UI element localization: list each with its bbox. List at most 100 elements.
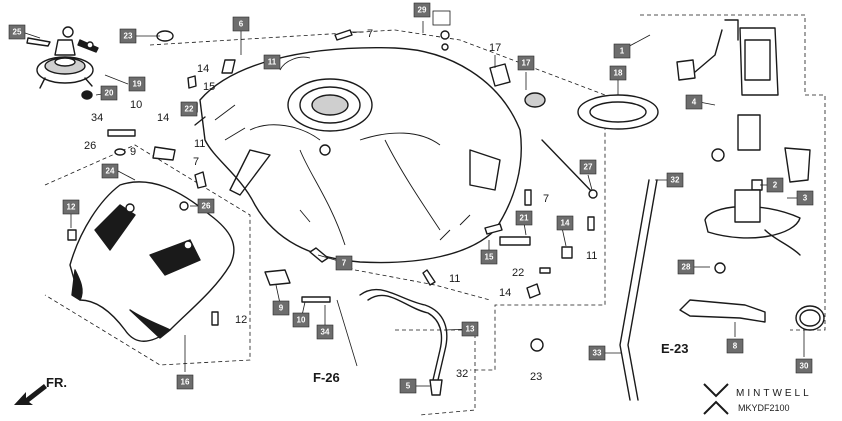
part-badge-1[interactable]: 1	[613, 43, 631, 59]
svg-text:13: 13	[466, 325, 475, 334]
part-badge-12[interactable]: 12	[62, 199, 80, 215]
label-32: 32	[456, 368, 468, 380]
svg-text:22: 22	[185, 105, 194, 114]
part-badge-32[interactable]: 32	[666, 172, 684, 188]
label-7-top: 7	[367, 28, 373, 40]
brand-name: MINTWELL	[736, 388, 812, 399]
part-badge-22[interactable]: 22	[180, 101, 198, 117]
svg-text:26: 26	[202, 202, 211, 211]
svg-text:2: 2	[773, 181, 778, 190]
part-badge-24[interactable]: 24	[101, 163, 119, 179]
diagram-code: MKYDF2100	[738, 403, 790, 413]
part-badge-30[interactable]: 30	[795, 358, 813, 374]
svg-text:10: 10	[297, 316, 306, 325]
svg-text:34: 34	[321, 328, 330, 337]
label-7-right: 7	[543, 193, 549, 205]
part-badge-18[interactable]: 18	[609, 65, 627, 81]
hardware-parts	[67, 29, 436, 326]
svg-text:19: 19	[133, 80, 142, 89]
part-badge-29[interactable]: 29	[413, 2, 431, 18]
svg-text:1: 1	[620, 47, 625, 56]
svg-text:6: 6	[239, 20, 244, 29]
label-7-left: 7	[193, 156, 199, 168]
svg-text:30: 30	[800, 362, 809, 371]
ref-e23: E-23	[661, 341, 688, 356]
label-11-right: 11	[586, 250, 597, 262]
svg-text:23: 23	[124, 32, 133, 41]
group-outline-hose	[395, 329, 476, 416]
part-badge-14[interactable]: 14	[556, 215, 574, 231]
label-14-top: 14	[197, 63, 209, 75]
svg-text:29: 29	[418, 6, 427, 15]
label-14-left: 14	[157, 112, 169, 124]
part-badge-4[interactable]: 4	[685, 94, 703, 110]
svg-text:7: 7	[342, 259, 347, 268]
part-badge-27[interactable]: 27	[579, 159, 597, 175]
part-badge-15[interactable]: 15	[480, 249, 498, 265]
label-11-center: 11	[449, 273, 460, 285]
svg-text:5: 5	[406, 382, 411, 391]
fitting-parts	[440, 30, 598, 352]
svg-text:14: 14	[561, 219, 570, 228]
svg-text:11: 11	[268, 58, 277, 67]
svg-text:4: 4	[692, 98, 697, 107]
fuel-hoses	[359, 288, 448, 396]
part-badge-17[interactable]: 17	[517, 55, 535, 71]
part-badge-3[interactable]: 3	[796, 190, 814, 206]
svg-text:25: 25	[13, 28, 22, 37]
label-17: 17	[489, 42, 501, 54]
svg-text:32: 32	[671, 176, 680, 185]
svg-text:3: 3	[803, 194, 808, 203]
part-badge-28[interactable]: 28	[677, 259, 695, 275]
label-10: 10	[130, 99, 142, 111]
svg-text:21: 21	[520, 214, 529, 223]
part-badge-8[interactable]: 8	[726, 338, 744, 354]
label-9: 9	[130, 146, 136, 158]
part-badge-25[interactable]: 25	[8, 24, 26, 40]
label-23: 23	[530, 371, 542, 383]
part-badge-16[interactable]: 16	[176, 374, 194, 390]
part-badge-13[interactable]: 13	[461, 321, 479, 337]
part-badge-20[interactable]: 20	[100, 85, 118, 101]
ref-f26: F-26	[313, 370, 340, 385]
svg-text:18: 18	[614, 69, 623, 78]
fuel-cap-assembly	[26, 26, 99, 89]
part-badge-5[interactable]: 5	[399, 378, 417, 394]
empty-label-box	[432, 10, 451, 26]
part-badge-2[interactable]: 2	[766, 177, 784, 193]
part-badge-11[interactable]: 11	[263, 54, 281, 70]
brand-logo-icon	[703, 383, 729, 415]
group-outline-pump	[640, 14, 826, 331]
label-14-right: 14	[499, 287, 511, 299]
part-badge-21[interactable]: 21	[515, 210, 533, 226]
part-badge-9[interactable]: 9	[272, 300, 290, 316]
front-arrow-icon	[14, 384, 47, 405]
svg-text:16: 16	[181, 378, 190, 387]
part-badge-33[interactable]: 33	[588, 345, 606, 361]
svg-text:28: 28	[682, 263, 691, 272]
part-badge-26[interactable]: 26	[197, 198, 215, 214]
part-badge-23[interactable]: 23	[119, 28, 137, 44]
part-badge-34[interactable]: 34	[316, 324, 334, 340]
svg-text:15: 15	[485, 253, 494, 262]
label-34: 34	[91, 112, 103, 124]
label-26: 26	[84, 140, 96, 152]
label-12: 12	[235, 314, 247, 326]
part-badge-7[interactable]: 7	[335, 255, 353, 271]
group-outline-tank	[149, 29, 606, 371]
svg-text:24: 24	[106, 167, 115, 176]
svg-text:12: 12	[67, 203, 76, 212]
label-15: 15	[203, 81, 215, 93]
part-badge-10[interactable]: 10	[292, 312, 310, 328]
part-badge-6[interactable]: 6	[232, 16, 250, 32]
label-11-left: 11	[194, 138, 205, 150]
fuel-pump-assembly	[577, 19, 825, 401]
part-badge-19[interactable]: 19	[128, 76, 146, 92]
group-outline-cover	[44, 144, 251, 366]
front-arrow-label: FR.	[46, 375, 67, 390]
svg-text:8: 8	[733, 342, 738, 351]
svg-text:17: 17	[522, 59, 531, 68]
label-22: 22	[512, 267, 524, 279]
